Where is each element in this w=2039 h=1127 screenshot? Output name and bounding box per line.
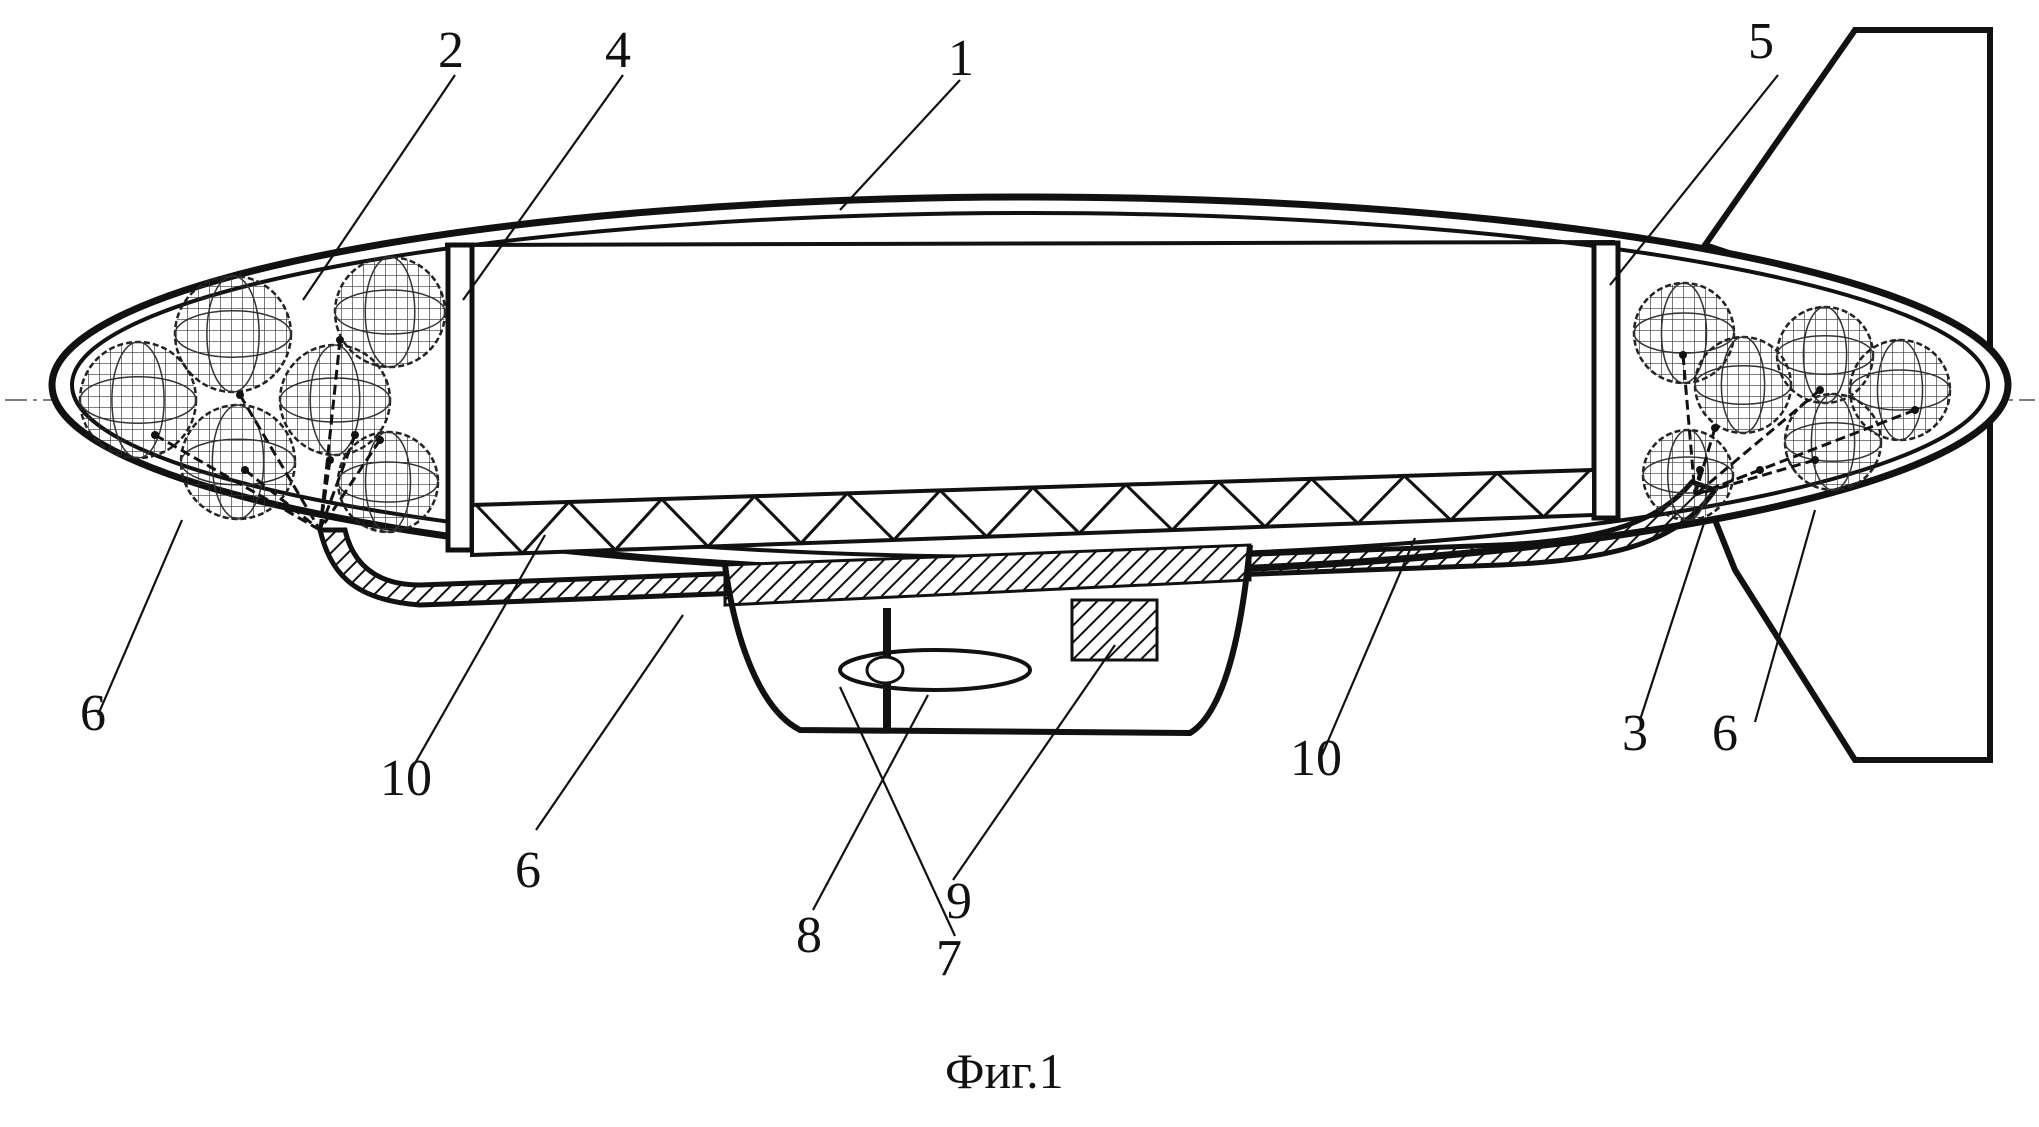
label-4: 4 — [605, 22, 631, 79]
label-7: 7 — [936, 930, 962, 987]
label-2: 2 — [438, 22, 464, 79]
label-6-front-left: 6 — [80, 685, 106, 742]
engine-block — [1072, 600, 1157, 660]
label-5: 5 — [1748, 13, 1774, 70]
label-10-left: 10 — [380, 750, 432, 807]
label-1: 1 — [948, 30, 974, 87]
gas-cell — [1785, 394, 1881, 490]
label-6-rear-right: 6 — [1712, 705, 1738, 762]
label-3: 3 — [1622, 705, 1648, 762]
gas-cell — [175, 276, 291, 392]
label-6-keel: 6 — [515, 842, 541, 899]
figure-caption: Фиг.1 — [945, 1043, 1064, 1099]
gas-cell — [1643, 430, 1733, 520]
label-9: 9 — [946, 873, 972, 930]
gondola — [725, 545, 1250, 733]
label-10-right: 10 — [1290, 730, 1342, 787]
gas-cell — [80, 342, 196, 458]
gas-cell — [181, 405, 295, 519]
rear-bulkhead — [1594, 243, 1618, 518]
label-8: 8 — [796, 907, 822, 964]
